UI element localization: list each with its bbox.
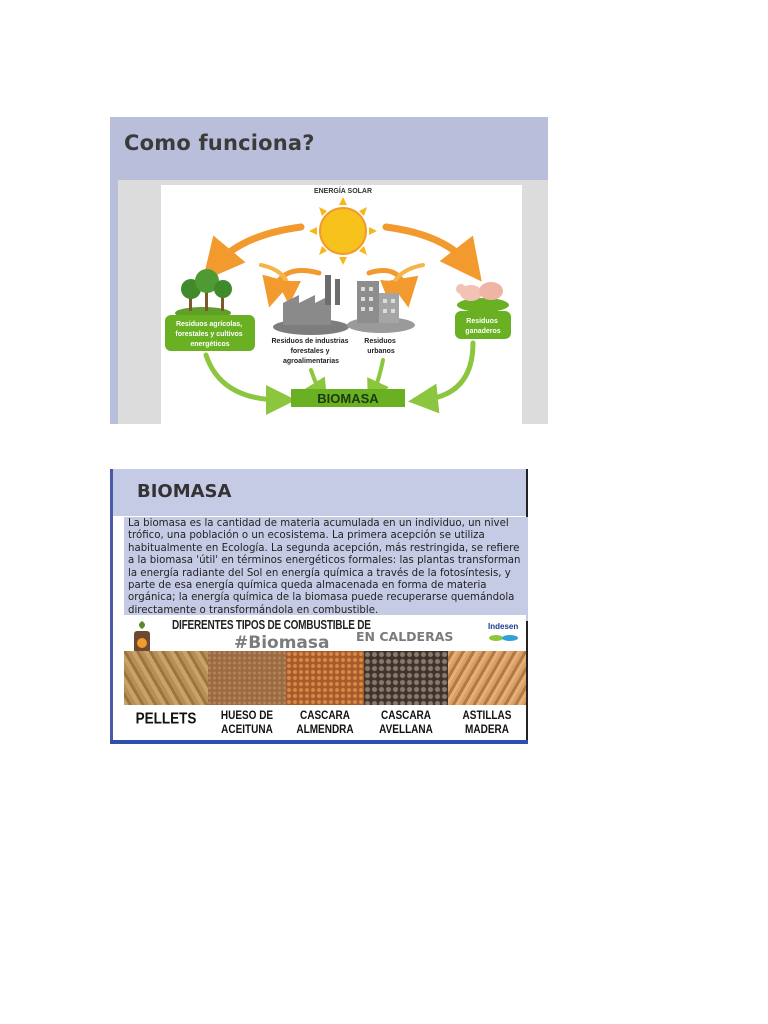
indesen-logo: Indesen bbox=[488, 622, 518, 643]
slide-title: Como funciona? bbox=[124, 131, 315, 155]
buildings-icon bbox=[347, 281, 415, 333]
sun-icon bbox=[309, 197, 377, 265]
orange-arrows bbox=[202, 223, 482, 308]
fuel-image-astillas-madera bbox=[448, 651, 526, 705]
node-industria: Residuos de industrias forestales y agro… bbox=[272, 338, 351, 365]
fuel-image-pellets bbox=[124, 651, 208, 705]
slide-left-accent bbox=[110, 469, 113, 744]
biomasa-result: BIOMASA bbox=[291, 389, 405, 407]
node-agricola: Residuos agrícolas, forestales y cultivo… bbox=[165, 315, 255, 351]
svg-text:BIOMASA: BIOMASA bbox=[317, 391, 379, 406]
svg-text:Residuos urbanos: Residuos urbanos bbox=[364, 338, 397, 355]
fuel-types-banner: DIFERENTES TIPOS DE COMBUSTIBLE DE #Biom… bbox=[124, 615, 526, 741]
svg-text:Residuos de industrias: Residuos de industrias forestales y agro… bbox=[272, 338, 351, 365]
biomasa-definition-text: La biomasa es la cantidad de materia acu… bbox=[124, 517, 528, 622]
fuel-image-hueso-aceituna bbox=[208, 651, 286, 705]
slide-como-funciona: Como funciona? ENERGÍA SOLAR bbox=[110, 117, 548, 424]
fuel-label-pellets: PELLETS bbox=[135, 709, 197, 727]
fuel-image-cascara-avellana bbox=[364, 651, 448, 705]
banner-title: DIFERENTES TIPOS DE COMBUSTIBLE DE bbox=[172, 619, 371, 633]
biomass-cycle-diagram: ENERGÍA SOLAR bbox=[165, 186, 511, 415]
factory-icon bbox=[273, 275, 349, 335]
fuel-image-cascara-almendra bbox=[286, 651, 364, 705]
banner-hashtag: #Biomasa bbox=[234, 633, 330, 653]
logo-waves-icon bbox=[489, 635, 518, 641]
svg-text:Residuos ganaderos: Residuos ganaderos bbox=[465, 318, 501, 335]
stove-icon bbox=[134, 621, 150, 653]
sun-label: ENERGÍA SOLAR bbox=[314, 186, 372, 195]
slide-bottom-bar bbox=[110, 740, 528, 744]
node-urbanos: Residuos urbanos bbox=[364, 338, 397, 355]
svg-text:Residuos agrícolas, fo: Residuos agrícolas, forestales y cultivo… bbox=[175, 321, 244, 348]
livestock-icon bbox=[456, 282, 509, 312]
banner-subtitle: EN CALDERAS bbox=[356, 629, 454, 644]
slide-title: BIOMASA bbox=[137, 481, 232, 502]
slide-header bbox=[110, 469, 528, 516]
slide-biomasa: BIOMASA La biomasa es la cantidad de mat… bbox=[110, 469, 528, 744]
trees-icon bbox=[175, 269, 232, 319]
node-ganaderos: Residuos ganaderos bbox=[455, 311, 511, 339]
